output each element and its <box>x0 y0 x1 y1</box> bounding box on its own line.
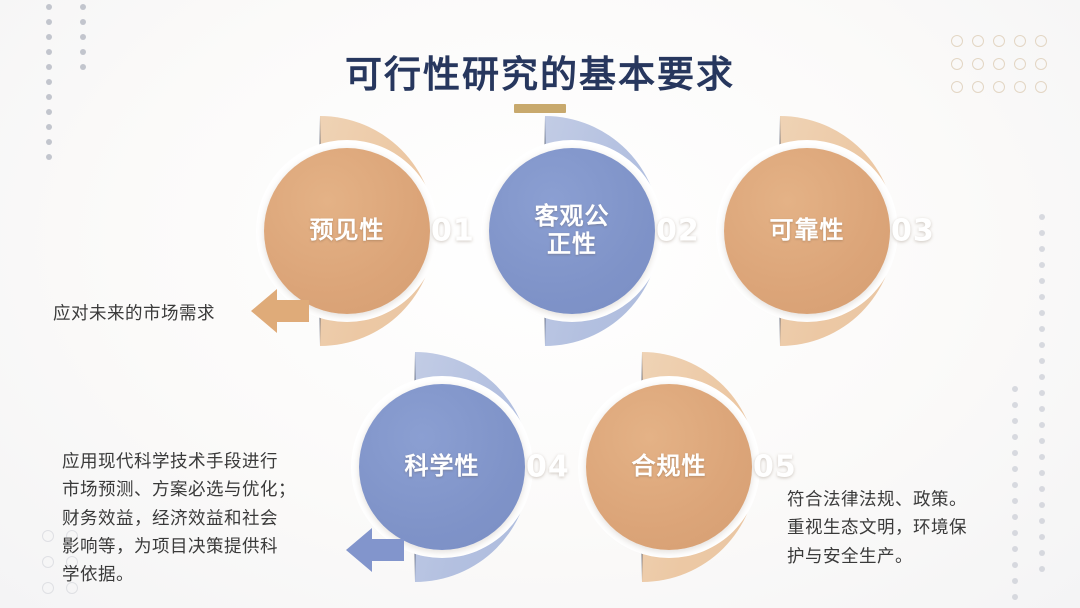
node-05[interactable]: 合规性 05 <box>567 352 817 582</box>
node-02[interactable]: 客观公 正性 02 <box>470 116 720 346</box>
node-04[interactable]: 科学性 04 <box>340 352 590 582</box>
node-02-number: 02 <box>656 213 700 249</box>
decor-dots-topleft-b <box>80 4 86 70</box>
node-02-label: 客观公 正性 <box>534 202 610 258</box>
decor-dots-right-b <box>1012 386 1018 600</box>
node-04-label: 科学性 <box>404 452 480 481</box>
decor-dots-topleft-a <box>46 4 52 160</box>
node-05-disc[interactable]: 合规性 <box>586 384 752 550</box>
node-05-number: 05 <box>753 449 797 485</box>
node-01-number: 01 <box>431 213 475 249</box>
node-01-label: 预见性 <box>309 216 385 245</box>
callout-04-text: 应用现代科学技术手段进行 市场预测、方案必选与优化； 财务效益，经济效益和社会 … <box>62 452 296 586</box>
decor-dots-right-a <box>1039 214 1045 572</box>
node-03-number: 03 <box>891 213 935 249</box>
node-03-disc[interactable]: 可靠性 <box>724 148 890 314</box>
page-title: 可行性研究的基本要求 <box>345 53 735 96</box>
decor-rings-topright <box>951 35 1047 93</box>
callout-01-arrow-icon <box>251 289 309 333</box>
node-02-disc[interactable]: 客观公 正性 <box>489 148 655 314</box>
node-04-disc[interactable]: 科学性 <box>359 384 525 550</box>
callout-01-text: 应对未来的市场需求 <box>53 304 215 324</box>
node-03[interactable]: 可靠性 03 <box>705 116 955 346</box>
node-01-disc[interactable]: 预见性 <box>264 148 430 314</box>
callout-05-text: 符合法律法规、政策。 重视生态文明，环境保 护与安全生产。 <box>787 490 967 567</box>
decor-rings-bottomleft <box>42 530 78 594</box>
node-05-label: 合规性 <box>631 452 707 481</box>
node-03-label: 可靠性 <box>769 216 845 245</box>
node-01[interactable]: 预见性 01 <box>245 116 495 346</box>
title-underline-accent <box>514 104 566 113</box>
callout-04-arrow-icon <box>346 528 404 572</box>
node-04-number: 04 <box>526 449 570 485</box>
